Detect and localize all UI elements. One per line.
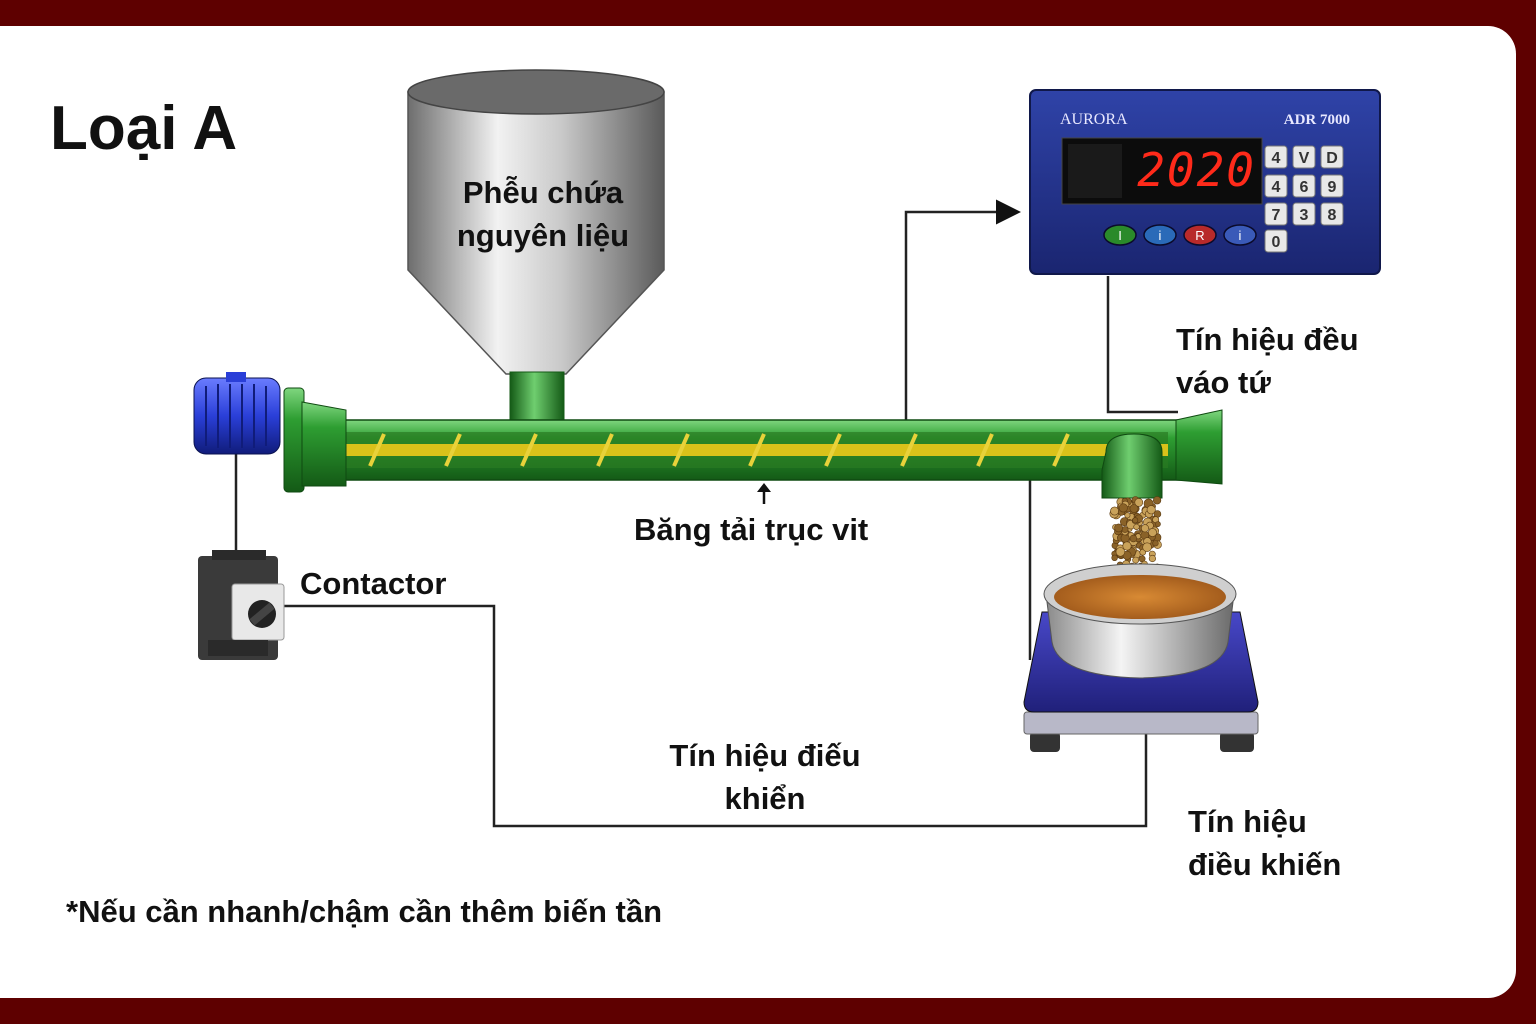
screw-flight (1052, 433, 1070, 467)
controller-brand: AURORA (1060, 111, 1128, 128)
keypad-key[interactable]: 4 (1264, 174, 1288, 198)
keypad-key-label: V (1299, 150, 1310, 167)
material-grain (1132, 517, 1139, 524)
keypad-key-label: 8 (1328, 207, 1337, 224)
keypad-key[interactable]: 3 (1292, 202, 1316, 226)
signal-control-center-label: Tín hiệu điếu khiển (640, 734, 890, 820)
conveyor-label-arrow-icon (757, 483, 771, 504)
keypad-key[interactable]: 0 (1264, 229, 1288, 253)
wire-control-loop (284, 604, 1148, 828)
keypad-key[interactable]: 9 (1320, 174, 1344, 198)
hopper (407, 69, 665, 423)
keypad-key-label: 4 (1272, 179, 1281, 196)
screw-flight (976, 433, 994, 467)
conveyor-label: Băng tải trục vit (634, 512, 869, 547)
contactor-label: Contactor (300, 566, 447, 601)
controller-button[interactable]: i (1143, 224, 1177, 246)
motor (193, 372, 281, 455)
screw-flight (596, 433, 614, 467)
hopper-label-line2: nguyên liệu (456, 218, 630, 253)
signal-control-center-line2: khiển (724, 781, 806, 816)
material-grain (1148, 554, 1156, 563)
hopper-label: Phễu chứa nguyên liệu (430, 171, 656, 257)
controller-button[interactable]: R (1183, 224, 1217, 246)
signal-wires (234, 199, 1178, 828)
controller-display-value: 2020 (1137, 143, 1256, 197)
keypad-key[interactable]: 6 (1292, 174, 1316, 198)
material-grain (1141, 524, 1150, 533)
material-grain (1129, 534, 1138, 543)
material-grain (1142, 542, 1152, 552)
keypad-key-label: 0 (1272, 234, 1281, 251)
material-grain (1152, 496, 1162, 505)
keypad-key-label: 6 (1300, 179, 1309, 196)
material-grain (1129, 504, 1139, 513)
controller-button-label: R (1195, 228, 1204, 243)
controller-button-label: I (1118, 228, 1122, 243)
hopper-label-line1: Phễu chứa (462, 175, 624, 210)
keypad-key-label: 7 (1272, 207, 1281, 224)
screw-conveyor (283, 387, 1223, 499)
material-grain (1132, 556, 1140, 564)
signal-input-label: Tín hiệu đều váo tứ (1176, 318, 1359, 404)
keypad-key[interactable]: D (1320, 145, 1344, 169)
keypad-key-label: D (1326, 150, 1338, 167)
keypad-key-label: 9 (1328, 179, 1337, 196)
material-grain (1115, 547, 1126, 557)
bowl (1043, 563, 1237, 679)
signal-input-line1: Tín hiệu đều (1176, 322, 1359, 357)
material-grain (1133, 523, 1140, 531)
keypad-key[interactable]: 4 (1264, 145, 1288, 169)
contactor-switch (198, 550, 285, 660)
page-title: Loại A (50, 94, 238, 163)
screw-flight (824, 433, 842, 467)
material-grain (1134, 498, 1144, 507)
screw-flights (368, 433, 1070, 467)
wire-conveyor-to-controller (904, 199, 1021, 420)
screw-flight (444, 433, 462, 467)
keypad-key[interactable]: 8 (1320, 202, 1344, 226)
screw-flight (368, 433, 386, 467)
signal-control-right-line1: Tín hiệu (1188, 804, 1307, 839)
material-grain (1148, 528, 1157, 537)
material-grain (1118, 503, 1128, 513)
material-grain (1152, 540, 1159, 547)
controller-button-label: i (1159, 228, 1162, 243)
controller-button[interactable]: i (1223, 224, 1257, 246)
material-grain (1114, 523, 1123, 533)
material-grain (1111, 554, 1118, 561)
controller-button[interactable]: I (1103, 224, 1137, 246)
wire-controller-to-outlet (1106, 276, 1178, 414)
keypad-key[interactable]: 7 (1264, 202, 1288, 226)
material-grain (1146, 505, 1156, 515)
material-grain (1124, 512, 1131, 519)
screw-flight (672, 433, 690, 467)
keypad-key[interactable]: V (1292, 145, 1316, 169)
signal-input-line2: váo tứ (1176, 365, 1271, 400)
screw-flight (900, 433, 918, 467)
material-grain (1110, 506, 1119, 516)
signal-control-right-label: Tín hiệu điều khiến (1188, 800, 1341, 886)
keypad-key-label: 3 (1300, 207, 1309, 224)
controller-button-label: i (1239, 228, 1242, 243)
material-grain (1122, 541, 1132, 551)
material-grain (1155, 521, 1161, 527)
signal-control-center-line1: Tín hiệu điếu (669, 738, 861, 773)
controller-model: ADR 7000 (1284, 112, 1350, 128)
footnote: *Nếu cần nhanh/chậm cần thêm biến tần (66, 894, 663, 929)
screw-flight (748, 433, 766, 467)
screw-flight (520, 433, 538, 467)
signal-control-right-line2: điều khiến (1188, 847, 1342, 882)
keypad-key-label: 4 (1272, 150, 1281, 167)
